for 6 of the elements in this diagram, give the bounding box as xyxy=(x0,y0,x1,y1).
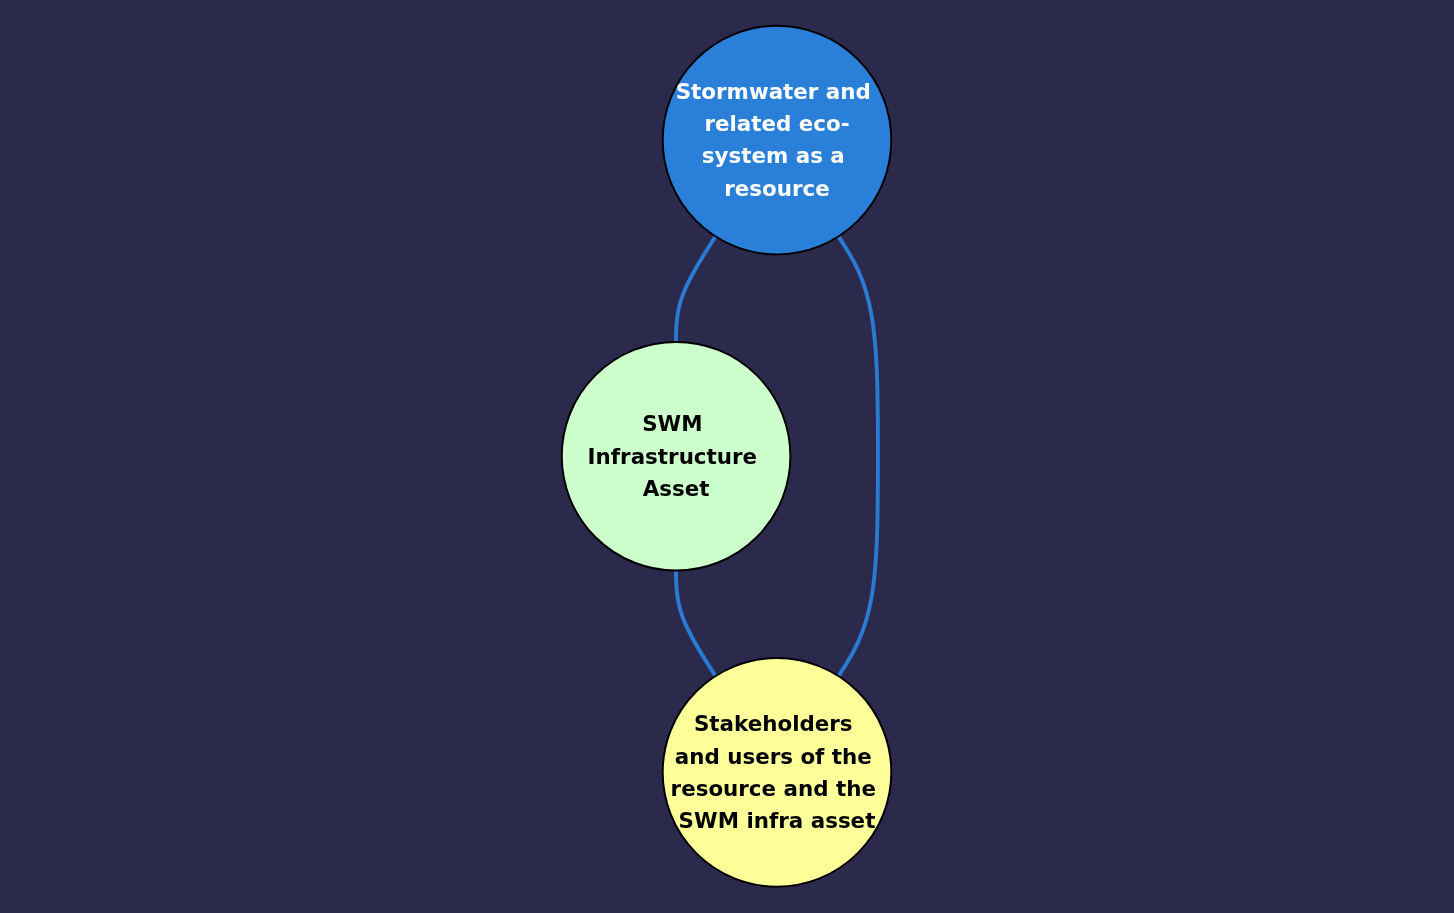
connector xyxy=(837,235,881,678)
connector xyxy=(674,235,718,343)
node-circle: Stakeholders and users of the resource and the SWM infra asset xyxy=(662,657,893,888)
node-circle: SWM Infrastructure Asset xyxy=(561,341,792,572)
connector xyxy=(674,570,718,678)
node-circle: Stormwater and related eco-system as a resource xyxy=(662,25,893,256)
